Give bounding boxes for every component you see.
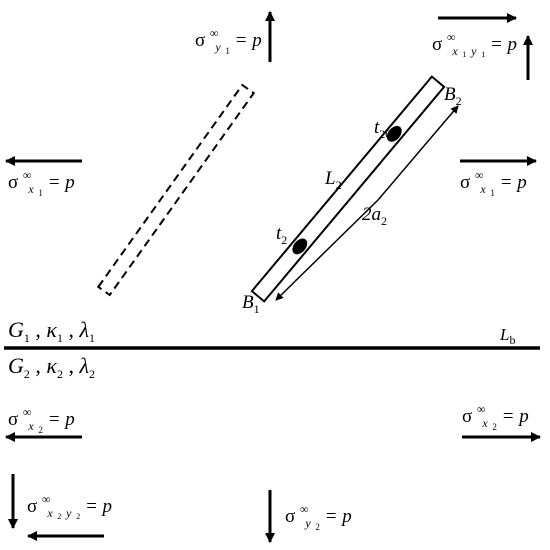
label-L2: L2	[324, 168, 342, 192]
subscript-index: 1	[225, 46, 230, 56]
subscript-index: 2	[492, 422, 497, 432]
subscript-index: 1	[490, 188, 495, 198]
equals-p: = p	[85, 496, 112, 517]
sigma-symbol: σ	[285, 506, 295, 527]
subscript-var: x	[27, 419, 34, 433]
equals-p: = p	[235, 30, 262, 51]
label-B2: B2	[444, 84, 462, 108]
infinity-superscript: ∞	[447, 30, 456, 44]
subscript-index: 1	[462, 50, 466, 59]
svg-text:σ ∞ x 2: σ ∞ x 2 = p	[462, 397, 529, 435]
subscript-var: y	[214, 40, 221, 54]
point-t20-marker	[386, 125, 402, 142]
stress-sigma-y1: σ ∞ y 1 = p	[195, 11, 275, 62]
svg-text:σ ∞ x 1: σ ∞ x 1 y 1 = p	[432, 25, 517, 62]
stress-sigma-x2-right: σ ∞ x 2 = p	[462, 397, 541, 442]
stress-sigma-x2-left: σ ∞ x 2 = p	[5, 400, 82, 442]
subscript-var: x	[46, 506, 53, 520]
subscript-index-2: 1	[481, 50, 485, 59]
point-t2-marker	[292, 238, 308, 255]
subscript-var: x	[481, 416, 488, 430]
stress-sigma-y2: σ ∞ y 2 = p	[265, 490, 352, 543]
sigma-symbol: σ	[460, 172, 470, 193]
subscript-var: x	[451, 44, 458, 58]
subscript-var: x	[479, 182, 486, 196]
length-dimension-arrow-back	[275, 199, 379, 301]
infinity-superscript: ∞	[477, 402, 486, 416]
label-t2: t2	[276, 223, 287, 247]
subscript-var: y	[304, 516, 311, 530]
infinity-superscript: ∞	[300, 502, 309, 516]
interface-label-Lb: Lb	[499, 325, 515, 347]
subscript-index: 1	[38, 188, 43, 198]
sigma-symbol: σ	[195, 30, 205, 51]
equals-p: = p	[48, 172, 75, 193]
subscript-var: x	[27, 182, 34, 196]
material-lower-properties: G2 , κ2 , λ2	[8, 353, 95, 381]
infinity-superscript: ∞	[210, 26, 219, 40]
stress-tau-x1y1: σ ∞ x 1 y 1 = p	[432, 13, 533, 80]
infinity-superscript: ∞	[42, 492, 51, 506]
svg-text:σ ∞ x 1: σ ∞ x 1 = p	[8, 163, 75, 201]
stress-sigma-x1-left: σ ∞ x 1 = p	[5, 156, 82, 201]
subscript-index-2: 2	[76, 512, 80, 521]
svg-text:σ ∞ y 1: σ ∞ y 1 = p	[195, 21, 262, 59]
length-dimension-arrow	[377, 105, 459, 201]
svg-text:σ ∞ x 2: σ ∞ x 2 = p	[8, 400, 75, 438]
label-B1: B1	[242, 292, 260, 316]
infinity-superscript: ∞	[475, 168, 484, 182]
sigma-symbol: σ	[8, 172, 18, 193]
equals-p: = p	[48, 409, 75, 430]
sigma-symbol: σ	[27, 496, 37, 517]
infinity-superscript: ∞	[23, 168, 32, 182]
infinity-superscript: ∞	[23, 405, 32, 419]
crack-body	[250, 75, 446, 303]
label-2a2: 2a2	[362, 204, 387, 228]
equals-p: = p	[502, 406, 529, 427]
material-upper-properties: G1 , κ1 , λ1	[8, 317, 95, 345]
sigma-symbol: σ	[432, 34, 442, 55]
stress-sigma-x1-right: σ ∞ x 1 = p	[460, 156, 537, 201]
subscript-var-2: y	[65, 506, 72, 520]
crack-L2	[250, 75, 459, 303]
subscript-var-2: y	[470, 44, 477, 58]
subscript-index: 2	[38, 425, 43, 435]
svg-text:σ ∞ x 2: σ ∞ x 2 y 2 = p	[27, 487, 112, 524]
svg-text:σ ∞ x 1: σ ∞ x 1 = p	[460, 163, 527, 201]
equals-p: = p	[490, 34, 517, 55]
equals-p: = p	[325, 506, 352, 527]
equals-p: = p	[500, 172, 527, 193]
subscript-index: 2	[315, 522, 320, 532]
sigma-symbol: σ	[462, 406, 472, 427]
label-t20: t20	[374, 117, 391, 141]
subscript-index: 2	[57, 512, 61, 521]
sigma-symbol: σ	[8, 409, 18, 430]
stress-tau-x2y2: σ ∞ x 2 y 2 = p	[8, 474, 112, 541]
image-crack-dashed	[96, 83, 256, 297]
svg-text:σ ∞ y 2: σ ∞ y 2 = p	[285, 497, 352, 535]
